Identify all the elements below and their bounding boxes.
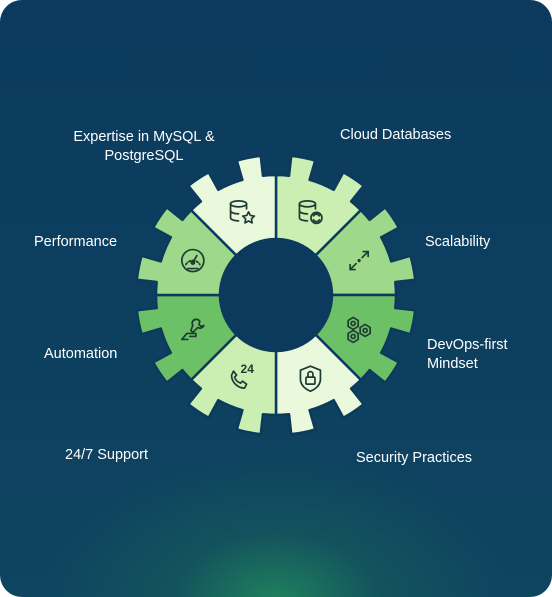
shield-lock-icon [299,365,322,392]
speedometer-icon [181,248,205,273]
label-performance: Performance [34,234,118,250]
database-sync-icon [298,200,323,225]
label-expertise: Expertise in MySQL & PostgreSQL [73,129,215,164]
label-automation: Automation [44,346,118,362]
arrows-expand-icon [349,250,369,271]
label-security: Security Practices [356,450,473,466]
svg-text:24: 24 [241,362,255,376]
center-hub [220,239,332,351]
label-scalability: Scalability [425,234,491,250]
database-star-icon [229,200,256,224]
hexagon-gears-icon [347,316,371,344]
hand-wrench-icon [181,318,205,341]
label-cloud-databases: Cloud Databases [340,127,452,143]
label-devops: DevOps-first Mindset [427,337,508,372]
label-support: 24/7 Support [65,447,149,463]
phone-24-icon: 24 [230,362,255,389]
